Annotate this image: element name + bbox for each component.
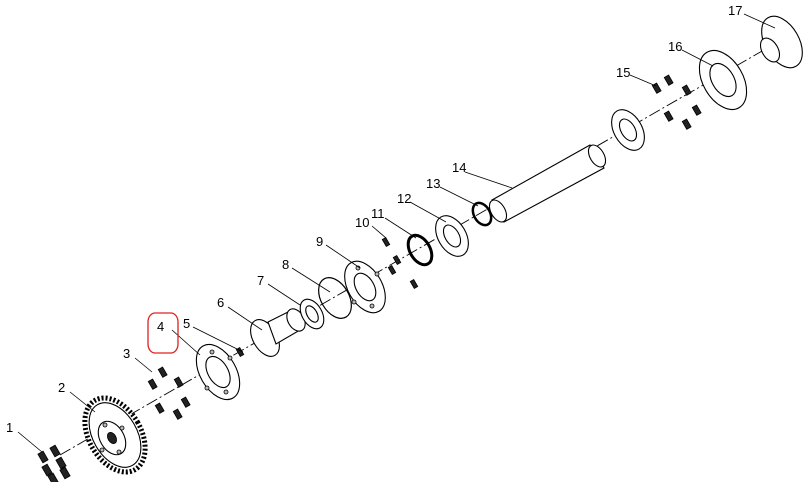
callout-labels: 1 2 3 4 5 6 7 8 9 10 11 12 13 14 15 16 1… [6,3,742,435]
callout-4-highlight [147,312,179,354]
callout-7: 7 [257,273,264,288]
part-15-bolts [651,74,702,130]
callout-11: 11 [371,206,385,221]
part-2-gear [82,395,148,475]
callout-6: 6 [217,295,224,310]
part-3-bolts [147,366,191,420]
center-axis [59,34,791,456]
callout-2: 2 [58,380,65,395]
callout-12: 12 [397,191,411,206]
callout-3: 3 [123,346,130,361]
callout-9: 9 [316,234,323,249]
callout-14: 14 [452,160,466,175]
part-12-bearing [435,215,469,257]
part-14-shaft [488,144,607,223]
part-8-o-ring [318,277,352,319]
part-11-ring [406,233,434,267]
callout-10: 10 [355,215,369,230]
callout-1: 1 [6,420,13,435]
part-6-hub [235,308,306,358]
callout-4: 4 [157,319,164,334]
part-13-spacer [471,201,493,227]
part-1-bolts [37,444,71,482]
callout-17: 17 [728,3,742,18]
callout-15: 15 [616,65,630,80]
callout-8: 8 [282,257,289,272]
part-7-bearing [299,298,325,330]
leader-lines [17,13,776,453]
part-5-flange [195,343,241,401]
callout-5: 5 [183,316,190,331]
part-10-screws [381,236,419,290]
callout-16: 16 [668,39,682,54]
part-17-end-cap [759,15,803,69]
callout-13: 13 [426,176,440,191]
part-9-flange [344,260,386,314]
part-16-flange [698,49,748,111]
right-bearing [611,109,645,151]
